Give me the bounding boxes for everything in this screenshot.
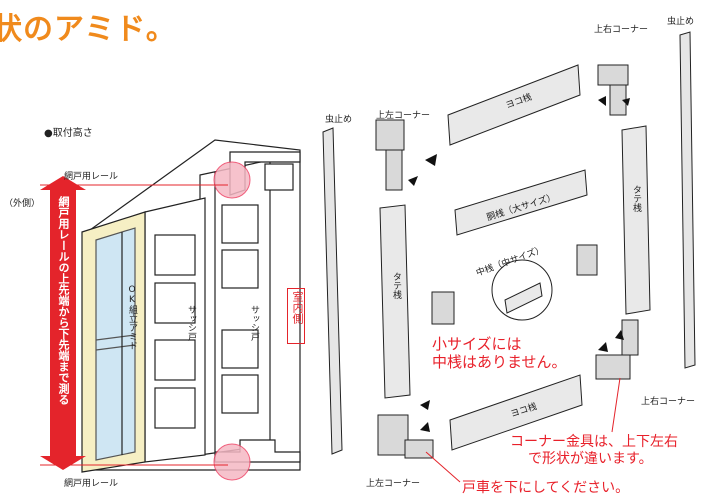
measure-note: 網戸用レールの上先端から下先端まで測る bbox=[57, 196, 70, 405]
upper-left-corner-label: 上左コーナー bbox=[376, 111, 431, 121]
sash-frame-drawing bbox=[81, 139, 301, 473]
upper-right-corner-label: 上右コーナー bbox=[594, 25, 649, 35]
outside-label: （外側） bbox=[4, 199, 41, 209]
page-title: 状のアミド。 bbox=[0, 12, 177, 47]
ok-screen-label: OK組立アミド bbox=[127, 285, 137, 350]
tate-left-label: タテ桟 bbox=[391, 272, 401, 299]
lower-right-corner-label: 上右コーナー bbox=[641, 397, 696, 407]
lower-left-corner-label: 上左コーナー bbox=[366, 479, 421, 489]
mushidome-left-label: 虫止め bbox=[325, 115, 353, 125]
wheel-note: 戸車を下にしてください。 bbox=[462, 480, 630, 496]
mounting-height-heading: ●取付高さ bbox=[44, 128, 93, 139]
small-size-note: 小サイズには 中桟はありません。 bbox=[432, 335, 567, 371]
measure-arrow-bar: 網戸用レールの上先端から下先端まで測る bbox=[50, 190, 76, 456]
tate-right-label: タテ桟 bbox=[631, 185, 641, 212]
corner-note: コーナー金具は、上下左右 で形状が違います。 bbox=[510, 434, 678, 467]
sash-door-label-2: サッシ戸 bbox=[249, 305, 259, 341]
room-side-label: 室内側 bbox=[287, 288, 305, 344]
mushidome-right-label: 虫止め bbox=[667, 17, 695, 27]
sash-door-label-1: サッシ戸 bbox=[186, 305, 196, 341]
rail-bottom-label: 網戸用レール bbox=[64, 479, 119, 489]
rail-top-label: 網戸用レール bbox=[64, 172, 119, 182]
